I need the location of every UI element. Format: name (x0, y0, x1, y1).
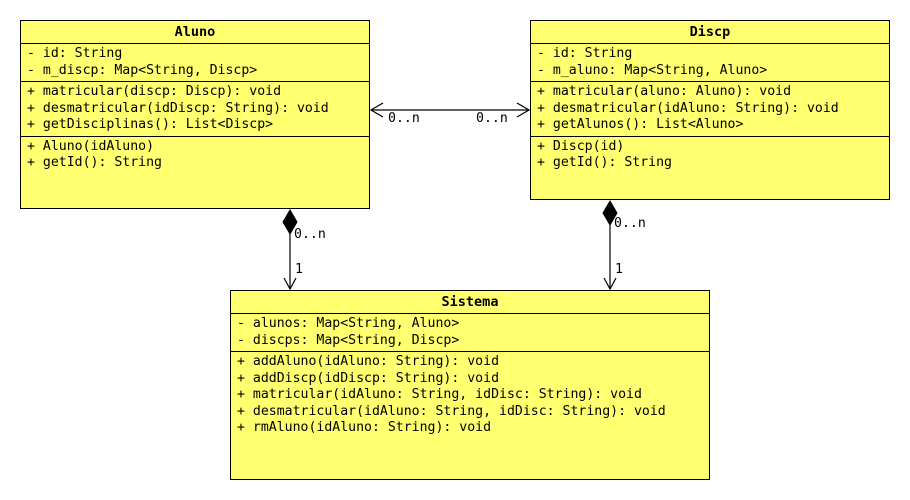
class-sistema-attribute: - discps: Map<String, Discp> (237, 332, 460, 348)
multiplicity-label: 1 (615, 262, 623, 277)
class-discp-constructor: + Discp(id) (537, 138, 625, 154)
arrowhead-right (516, 102, 531, 118)
multiplicity-label: 0..n (388, 111, 420, 126)
class-discp-attribute: - id: String (537, 46, 633, 61)
class-aluno-operations: + matricular(discp: Discp): void + desma… (21, 82, 369, 137)
class-discp-operation: + matricular(aluno: Aluno): void (537, 84, 792, 99)
class-aluno-operation: + desmatricular(idDiscp: String): void (27, 100, 329, 116)
class-discp-operation: + desmatricular(idAluno: String): void (537, 100, 839, 116)
class-aluno-constructors: + Aluno(idAluno) + getId(): String (21, 137, 369, 174)
class-sistema-operations: + addAluno(idAluno: String): void + addD… (231, 352, 709, 439)
class-sistema-attributes: - alunos: Map<String, Aluno> - discps: M… (231, 314, 709, 352)
class-discp-attribute: - m_aluno: Map<String, Aluno> (537, 62, 768, 78)
class-discp-operations: + matricular(aluno: Aluno): void + desma… (531, 82, 889, 137)
class-discp-operation: + getAlunos(): List<Aluno> (537, 117, 744, 132)
class-sistema[interactable]: Sistema - alunos: Map<String, Aluno> - d… (230, 290, 710, 480)
multiplicity-label: 0..n (476, 111, 508, 126)
class-sistema-operation: + addDiscp(idDiscp: String): void (237, 370, 500, 386)
class-aluno-title: Aluno (21, 21, 369, 44)
class-aluno-operation: + matricular(discp: Discp): void (27, 84, 282, 99)
arrowhead-discp-sistema (603, 277, 617, 291)
arrowhead-left (369, 102, 384, 118)
class-discp-constructor: + getId(): String (537, 155, 672, 170)
multiplicity-label: 0..n (614, 216, 646, 231)
class-sistema-operation: + desmatricular(idAluno: String, idDisc:… (237, 403, 666, 419)
class-discp[interactable]: Discp - id: String - m_aluno: Map<String… (530, 20, 890, 200)
multiplicity-label: 1 (295, 262, 303, 277)
class-sistema-operation: + addAluno(idAluno: String): void (237, 354, 500, 369)
class-aluno-constructor: + Aluno(idAluno) (27, 138, 155, 154)
multiplicity-label: 0..n (294, 227, 326, 242)
class-discp-attributes: - id: String - m_aluno: Map<String, Alun… (531, 44, 889, 82)
class-aluno[interactable]: Aluno - id: String - m_discp: Map<String… (20, 20, 370, 209)
class-aluno-constructor: + getId(): String (27, 155, 162, 170)
arrowhead-aluno-sistema (283, 277, 297, 291)
class-aluno-attributes: - id: String - m_discp: Map<String, Disc… (21, 44, 369, 82)
class-sistema-attribute: - alunos: Map<String, Aluno> (237, 316, 460, 331)
class-aluno-operation: + getDisciplinas(): List<Discp> (27, 117, 274, 132)
class-aluno-attribute: - m_discp: Map<String, Discp> (27, 62, 258, 78)
class-aluno-attribute: - id: String (27, 46, 123, 61)
class-sistema-title: Sistema (231, 291, 709, 314)
class-sistema-operation: + matricular(idAluno: String, idDisc: St… (237, 387, 642, 402)
class-discp-constructors: + Discp(id) + getId(): String (531, 137, 889, 174)
class-discp-title: Discp (531, 21, 889, 44)
class-sistema-operation: + rmAluno(idAluno: String): void (237, 420, 492, 435)
